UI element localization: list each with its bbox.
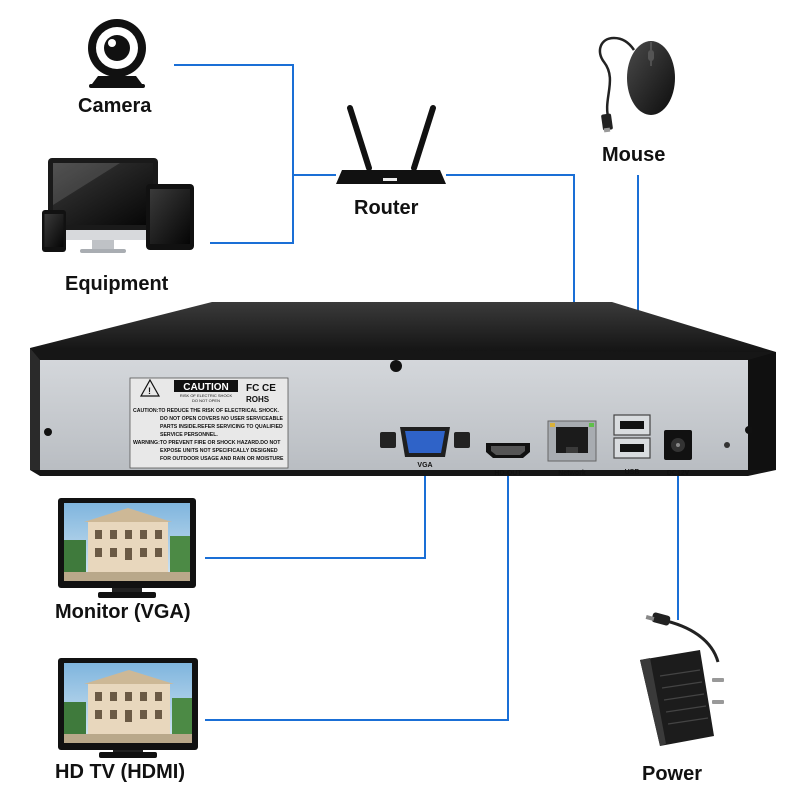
screw-icon [745,426,753,434]
network-port: Network [547,420,597,477]
hd-tv-label: HD TV (HDMI) [55,761,185,783]
camera-link [174,64,336,176]
monitor-icon [58,498,196,598]
usb-ports: USB [613,414,651,476]
ce-mark: CE [262,383,276,394]
dc-jack-label: DC12V [667,470,690,477]
screw-icon [390,360,402,372]
nvr-device: ! CAUTION RISK OF ELECTRIC SHOCK DO NOT … [30,302,776,477]
webcam-icon [88,19,146,88]
warning-line: SERVICE PERSONNEL. [160,432,218,438]
warning-text: CAUTION:TO REDUCE THE RISK OF ELECTRICAL… [133,408,284,462]
tv-icon [58,658,198,758]
mouse-label: Mouse [602,144,666,166]
usb-port-label: USB [625,469,640,476]
power-adapter-icon [640,612,724,746]
network-port-label: Network [558,470,586,477]
warning-line: DO NOT OPEN COVERS NO USER SERVICEABLE [160,416,284,422]
router-icon [336,105,446,184]
svg-text:!: ! [148,386,151,396]
reset-hole [724,442,730,448]
fc-mark: FC [246,383,259,394]
devices-icon [42,158,194,253]
warning-line: EXPOSE UNITS NOT SPECIFICALLY DESIGNED [160,448,278,454]
rohs-mark: ROHS [246,395,270,404]
vga-port-label: VGA [417,462,432,469]
hdmi-port: HD-OUT [486,443,530,477]
mouse-icon [598,36,675,133]
vga-monitor-link [205,470,426,559]
caution-sticker: ! CAUTION RISK OF ELECTRIC SHOCK DO NOT … [129,377,289,469]
warning-line: CAUTION:TO REDUCE THE RISK OF ELECTRICAL… [133,408,279,414]
hdmi-port-label: HD-OUT [494,470,522,477]
dc-jack: DC12V [664,430,692,477]
warning-line: PARTS INSIDE.REFER SERVICING TO QUALIFIE… [160,424,283,430]
connector-lines [174,64,679,721]
equipment-link [210,175,294,244]
screw-icon [44,428,52,436]
caution-title: CAUTION [183,382,229,393]
hdmi-tv-link [205,470,509,721]
caution-sub1: RISK OF ELECTRIC SHOCK [180,393,233,398]
vga-port: VGA [380,427,470,469]
caution-sub2: DO NOT OPEN [192,398,220,403]
monitor-vga-label: Monitor (VGA) [55,601,191,623]
power-label: Power [642,763,703,785]
warning-line: WARNING:TO PREVENT FIRE OR SHOCK HAZARD.… [133,440,281,446]
router-label: Router [354,197,419,219]
camera-label: Camera [78,95,152,117]
warning-line: FOR OUTDOOR USAGE AND RAIN OR MOISTURE [160,456,284,462]
equipment-label: Equipment [65,273,169,295]
